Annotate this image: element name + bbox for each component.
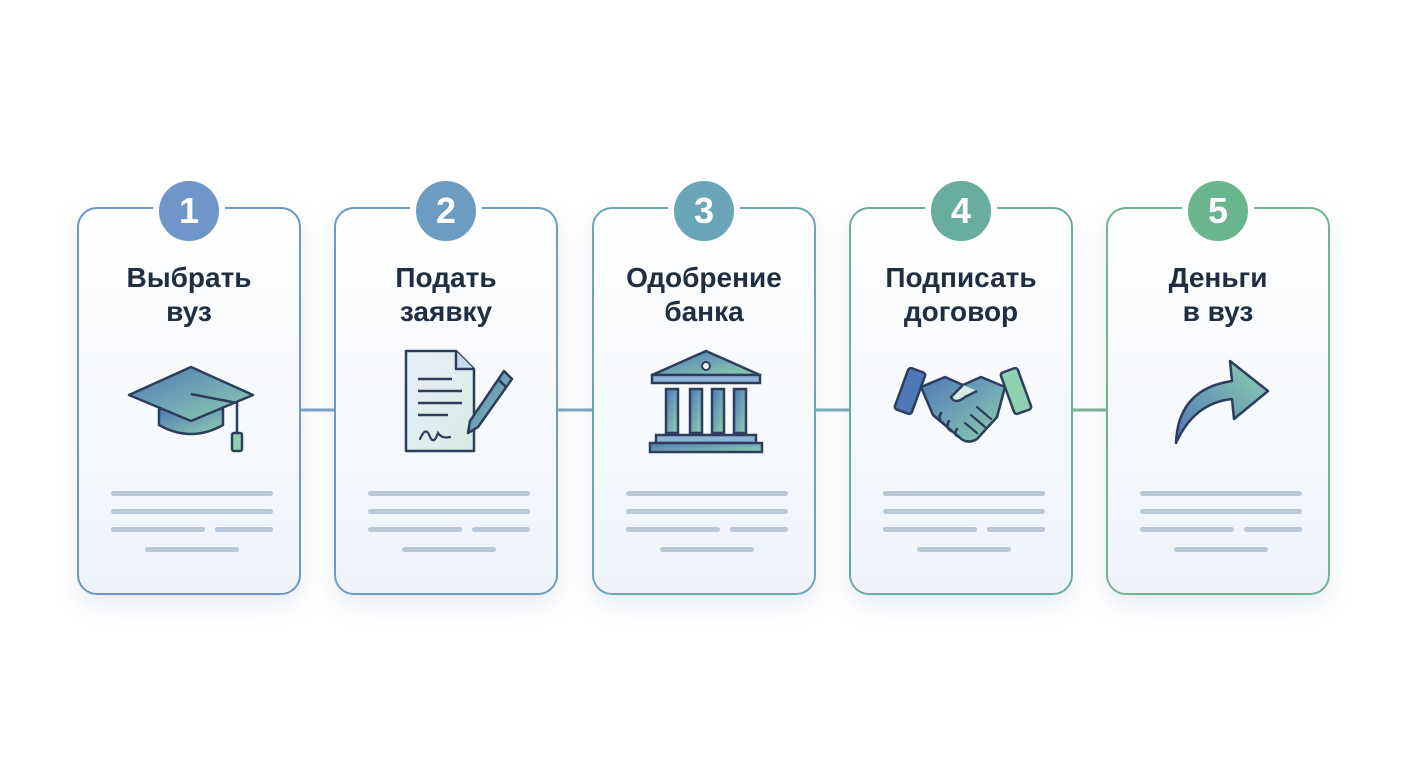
placeholder-text xyxy=(622,491,790,561)
step-title: Подать заявку xyxy=(336,261,556,329)
document-pen-icon xyxy=(404,349,514,453)
placeholder-line xyxy=(730,527,788,532)
step-title: Одобрение банка xyxy=(594,261,814,329)
placeholder-line xyxy=(1244,527,1302,532)
step-title-line1: Выбрать xyxy=(126,262,252,293)
placeholder-line xyxy=(1140,491,1302,496)
step-number: 2 xyxy=(435,190,457,231)
placeholder-line xyxy=(660,547,754,552)
step-number-badge: 2 xyxy=(410,175,482,247)
step-number: 1 xyxy=(178,190,200,231)
placeholder-line xyxy=(368,509,530,514)
placeholder-line xyxy=(1174,547,1268,552)
step-number-badge: 1 xyxy=(153,175,225,247)
step-card-5: 5 Деньги в вуз xyxy=(1106,175,1330,595)
placeholder-line xyxy=(145,547,239,552)
placeholder-line xyxy=(626,527,720,532)
step-title-line1: Подписать xyxy=(885,262,1037,293)
placeholder-text xyxy=(107,491,275,561)
placeholder-line xyxy=(626,509,788,514)
step-title-line2: в вуз xyxy=(1182,296,1254,327)
step-card-2: 2 Подать заявку xyxy=(334,175,558,595)
placeholder-line xyxy=(111,527,205,532)
step-card-3: 3 Одобрение банка xyxy=(592,175,816,595)
step-title: Выбрать вуз xyxy=(79,261,299,329)
step-title-line2: договор xyxy=(903,296,1019,327)
step-title-line1: Подать xyxy=(395,262,497,293)
placeholder-line xyxy=(626,491,788,496)
graduation-cap-icon xyxy=(127,365,255,453)
placeholder-line xyxy=(1140,527,1234,532)
placeholder-line xyxy=(402,547,496,552)
step-title-line2: вуз xyxy=(166,296,212,327)
placeholder-line xyxy=(917,547,1011,552)
placeholder-line xyxy=(472,527,530,532)
placeholder-text xyxy=(1136,491,1304,561)
placeholder-line xyxy=(215,527,273,532)
step-title: Деньги в вуз xyxy=(1108,261,1328,329)
step-title-line1: Одобрение xyxy=(626,262,782,293)
step-card-4: 4 Подписать договор xyxy=(849,175,1073,595)
placeholder-line xyxy=(368,527,462,532)
step-number-badge: 4 xyxy=(925,175,997,247)
step-number-badge: 5 xyxy=(1182,175,1254,247)
placeholder-line xyxy=(111,509,273,514)
placeholder-line xyxy=(1140,509,1302,514)
placeholder-text xyxy=(879,491,1047,561)
forward-arrow-icon xyxy=(1174,359,1270,445)
placeholder-line xyxy=(883,491,1045,496)
placeholder-text xyxy=(364,491,532,561)
step-title-line2: заявку xyxy=(399,296,493,327)
step-number: 4 xyxy=(950,190,972,231)
placeholder-line xyxy=(368,491,530,496)
step-title: Подписать договор xyxy=(851,261,1071,329)
bank-icon xyxy=(648,349,764,454)
step-title-line1: Деньги xyxy=(1168,262,1268,293)
handshake-icon xyxy=(893,366,1033,443)
step-number-badge: 3 xyxy=(668,175,740,247)
step-card-1: 1 Выбрать вуз xyxy=(77,175,301,595)
step-title-line2: банка xyxy=(664,296,744,327)
step-number: 3 xyxy=(693,190,715,231)
placeholder-line xyxy=(987,527,1045,532)
placeholder-line xyxy=(111,491,273,496)
placeholder-line xyxy=(883,527,977,532)
step-number: 5 xyxy=(1207,190,1229,231)
placeholder-line xyxy=(883,509,1045,514)
